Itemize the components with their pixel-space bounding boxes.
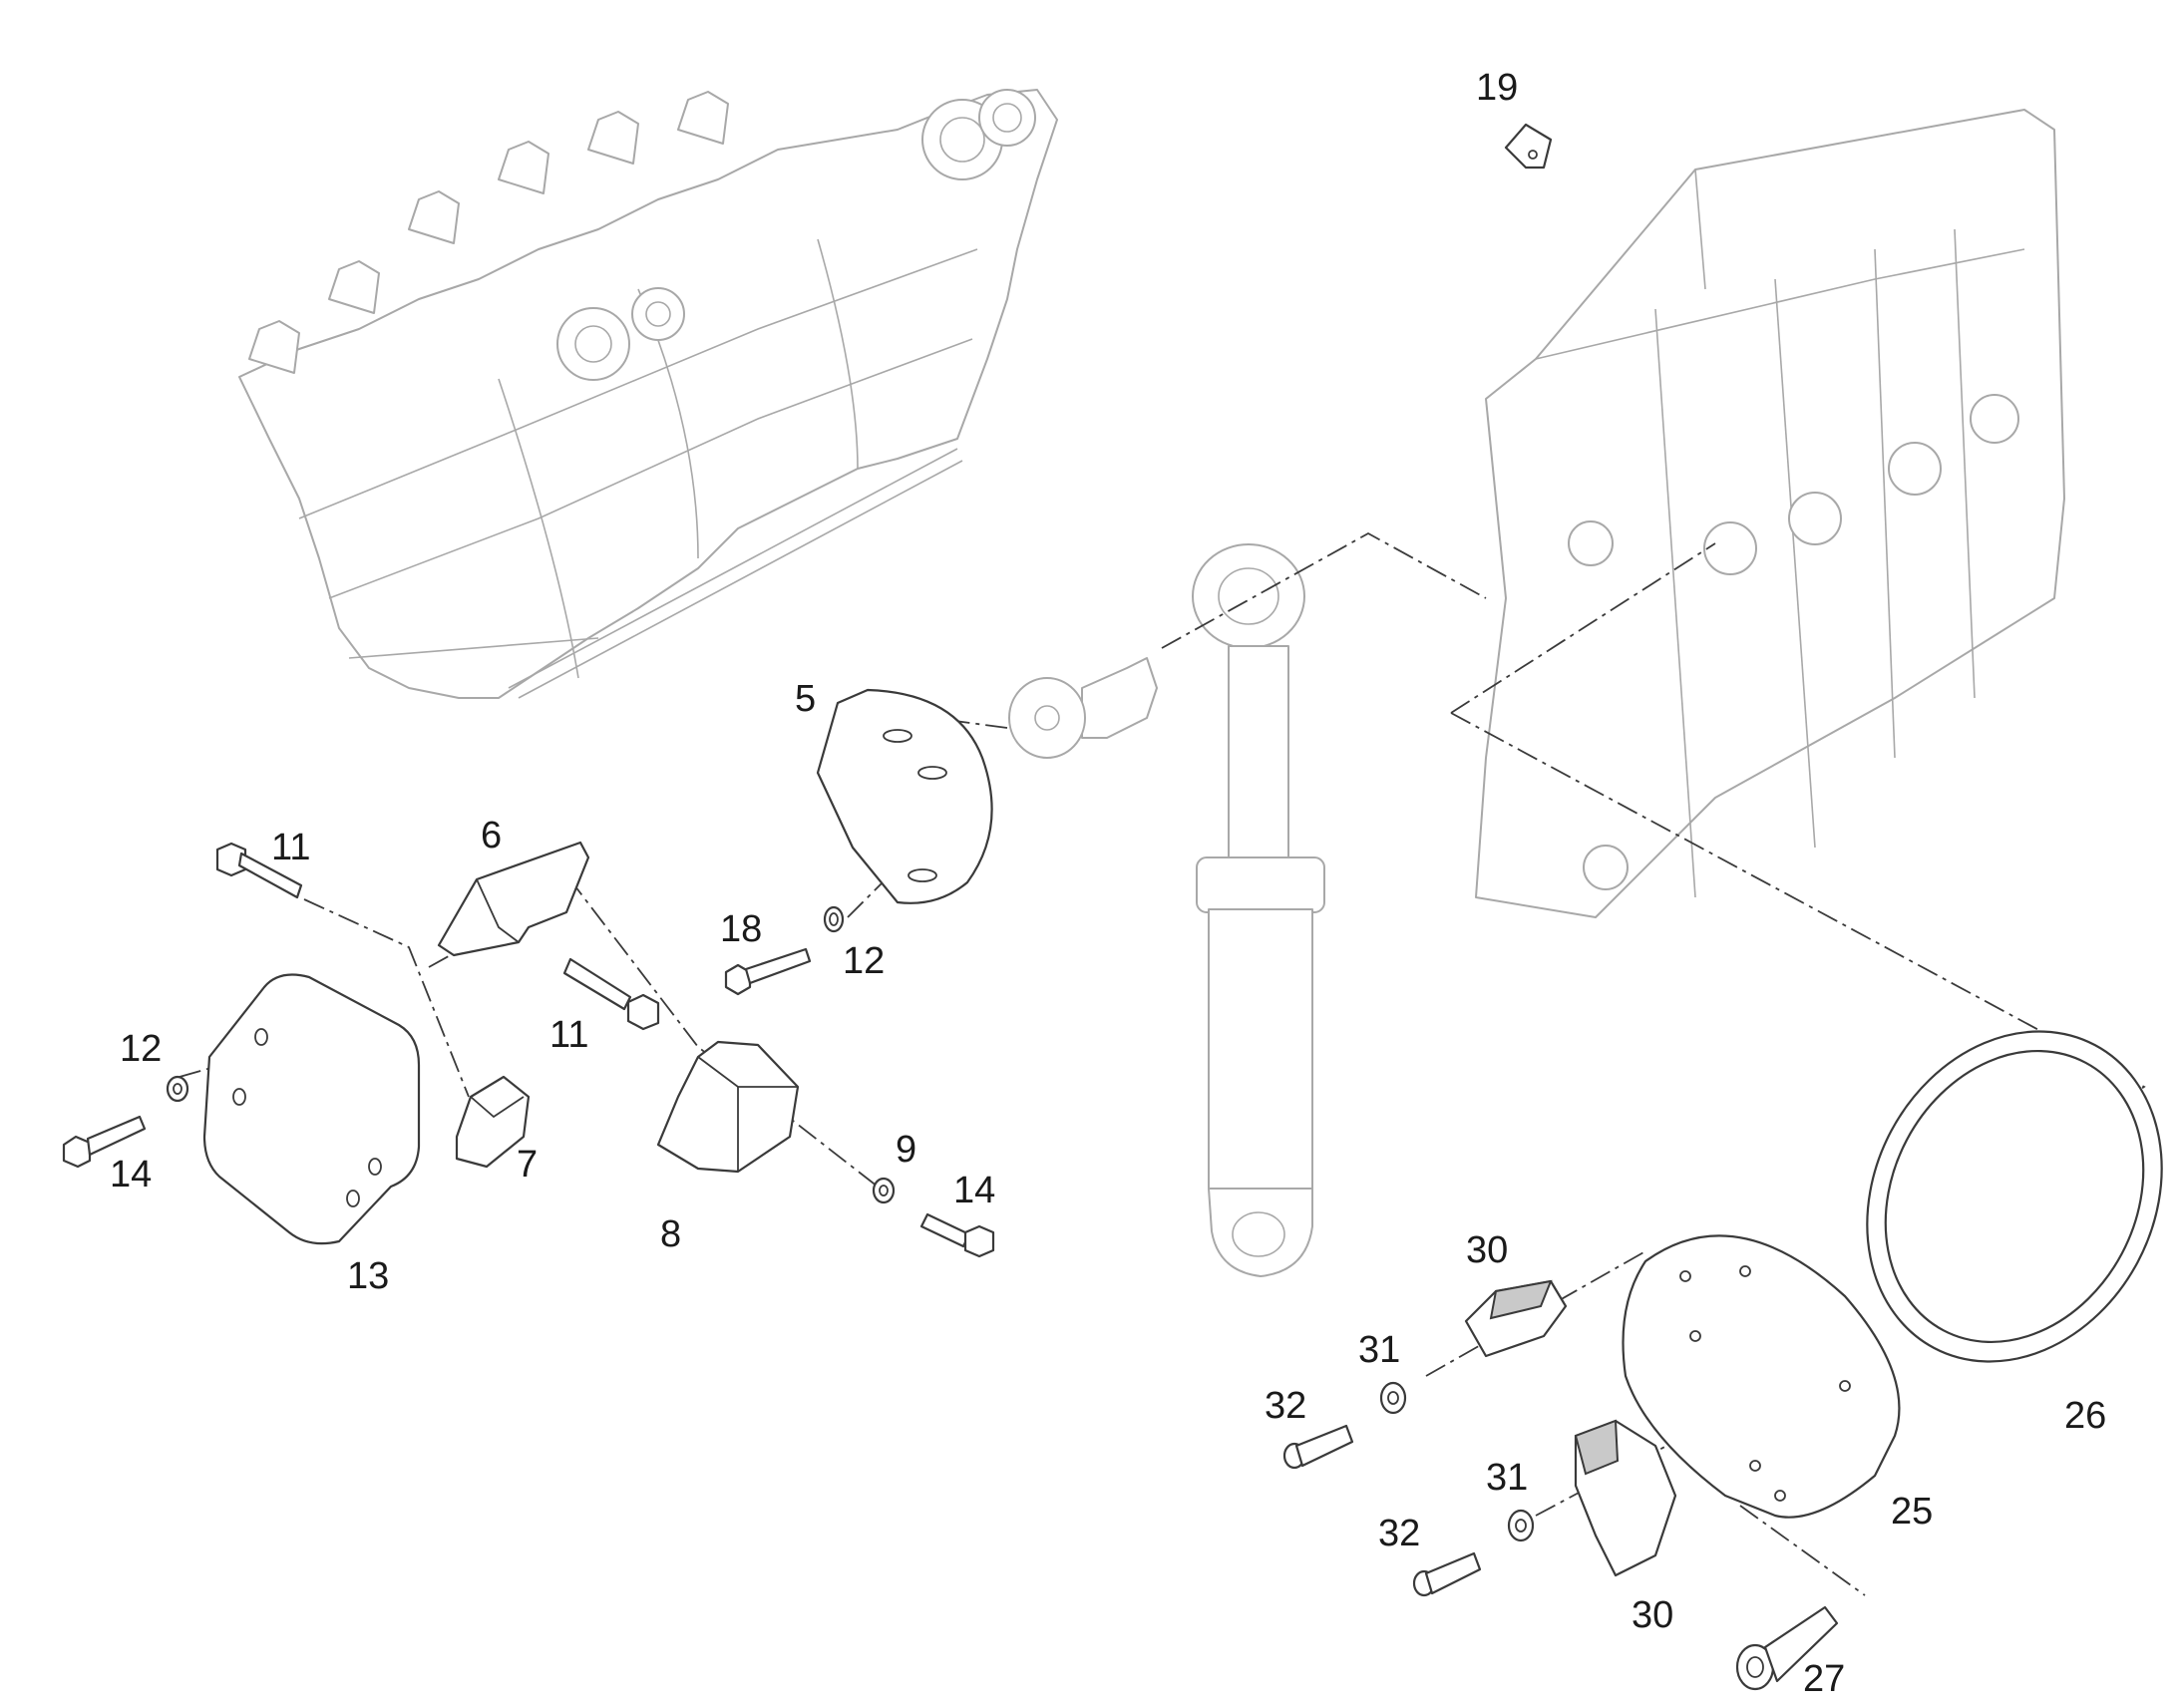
callout-30-lower: 30 bbox=[1632, 1594, 1673, 1636]
part-5-plate bbox=[816, 688, 993, 904]
callout-8: 8 bbox=[660, 1213, 681, 1255]
part-9-washer bbox=[872, 1177, 896, 1204]
callout-11-lower: 11 bbox=[549, 1014, 588, 1056]
part-31-washer-upper bbox=[1379, 1381, 1407, 1415]
bucket-assembly bbox=[238, 89, 1058, 699]
callout-13: 13 bbox=[347, 1255, 389, 1297]
part-12-washer-upper bbox=[823, 905, 845, 933]
callout-9: 9 bbox=[896, 1129, 916, 1171]
part-31-washer-lower bbox=[1507, 1509, 1535, 1542]
callout-11-upper: 11 bbox=[271, 827, 310, 868]
callout-27: 27 bbox=[1803, 1658, 1845, 1700]
part-6-bracket bbox=[437, 841, 590, 957]
pin-bushing bbox=[1008, 657, 1158, 759]
callout-14-left: 14 bbox=[110, 1154, 152, 1196]
callout-19: 19 bbox=[1476, 67, 1518, 109]
part-12-washer-left bbox=[166, 1075, 189, 1103]
callout-31-lower: 31 bbox=[1486, 1457, 1528, 1499]
part-14-bolt-right bbox=[919, 1212, 995, 1258]
part-30-wedge-lower bbox=[1574, 1419, 1677, 1577]
callout-14-right: 14 bbox=[953, 1170, 995, 1211]
callout-30-upper: 30 bbox=[1466, 1229, 1508, 1271]
part-14-bolt-left bbox=[62, 1115, 147, 1169]
part-8-sensor bbox=[656, 1040, 800, 1174]
callout-12-upper: 12 bbox=[843, 940, 885, 982]
part-30-wedge-upper bbox=[1464, 1279, 1568, 1358]
part-26-ring-seal bbox=[1866, 1030, 2163, 1363]
part-32-screw-lower bbox=[1412, 1551, 1482, 1597]
callout-18: 18 bbox=[720, 908, 762, 950]
bucket-teeth bbox=[248, 91, 729, 374]
part-11-bolt-lower bbox=[562, 957, 660, 1031]
callout-6: 6 bbox=[481, 815, 502, 856]
callout-25: 25 bbox=[1891, 1491, 1933, 1533]
part-25-round-plate bbox=[1622, 1234, 1901, 1519]
part-11-bolt-upper bbox=[215, 842, 303, 899]
callout-5: 5 bbox=[795, 678, 816, 720]
loader-frame bbox=[1475, 109, 2065, 918]
callout-26: 26 bbox=[2064, 1395, 2106, 1437]
part-32-screw-upper bbox=[1282, 1424, 1354, 1470]
callout-32-upper: 32 bbox=[1265, 1385, 1306, 1427]
part-27-cap-screw bbox=[1735, 1605, 1839, 1691]
part-19-clip bbox=[1504, 123, 1553, 170]
callout-31-upper: 31 bbox=[1358, 1329, 1400, 1371]
callout-7: 7 bbox=[517, 1144, 538, 1186]
callout-labels: 19 5 11 6 18 12 11 12 14 7 13 8 9 14 30 … bbox=[110, 67, 2106, 1700]
part-18-bolt bbox=[724, 947, 812, 996]
callout-32-lower: 32 bbox=[1378, 1513, 1420, 1554]
hydraulic-cylinder bbox=[1192, 543, 1325, 1277]
part-13-cover-plate bbox=[202, 973, 421, 1245]
callout-12-left: 12 bbox=[120, 1028, 162, 1070]
part-7-block bbox=[455, 1075, 531, 1169]
